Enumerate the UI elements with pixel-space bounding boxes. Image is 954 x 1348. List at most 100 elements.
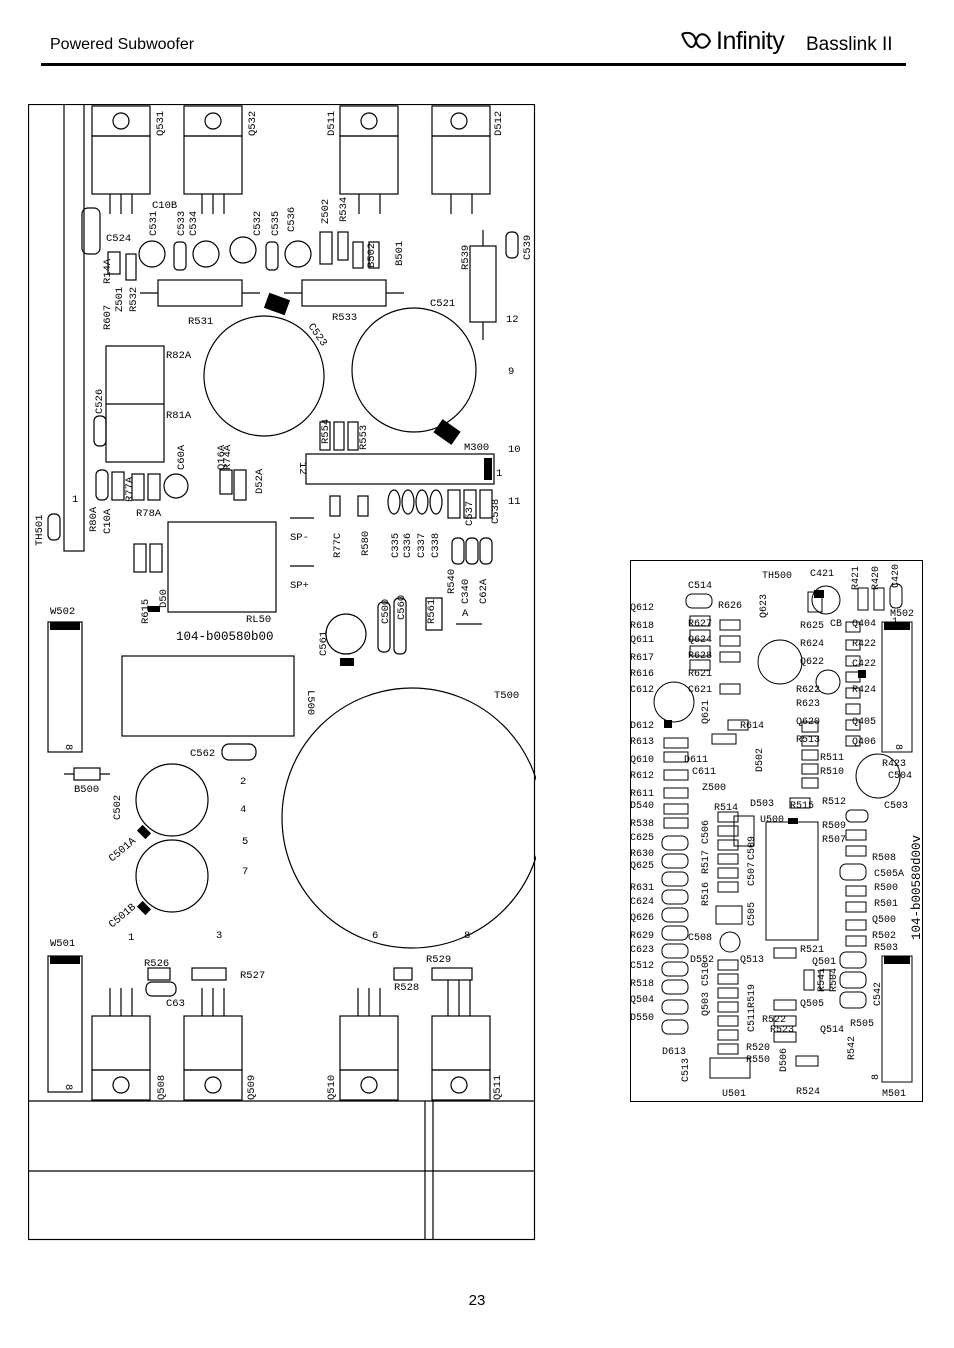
sub-label-n8: 8 bbox=[892, 744, 903, 750]
label-b500: B500 bbox=[74, 784, 99, 796]
sub-label-z500: Z500 bbox=[702, 783, 726, 794]
sub-label-c612: C612 bbox=[630, 685, 654, 696]
sub-label-d612: D612 bbox=[630, 721, 654, 732]
sub-label-r501: R501 bbox=[874, 899, 898, 910]
label-n1: 1 bbox=[72, 494, 78, 506]
label-q531: Q531 bbox=[155, 111, 167, 136]
sub-label-r520: R520 bbox=[746, 1043, 770, 1054]
label-c60a: C60A bbox=[176, 444, 188, 470]
label-r14a: R14A bbox=[102, 258, 114, 284]
sub-label-c511: C511 bbox=[747, 1008, 758, 1032]
sub-label-c8: CB bbox=[830, 619, 842, 630]
sub-label-r519: R519 bbox=[747, 984, 758, 1008]
label-t500: T500 bbox=[494, 690, 519, 702]
sub-board-code: 104-b00580d00v bbox=[910, 834, 924, 940]
sub-label-c624: C624 bbox=[630, 897, 654, 908]
sub-label-q503: Q503 bbox=[701, 992, 712, 1016]
sub-label-r629: R629 bbox=[630, 931, 654, 942]
label-n1c: 1 bbox=[128, 932, 134, 944]
label-n9: 9 bbox=[508, 366, 514, 378]
label-n3: 3 bbox=[216, 930, 222, 942]
label-r531: R531 bbox=[188, 316, 213, 328]
model-name: Basslink II bbox=[806, 34, 893, 55]
sub-label-r507: R507 bbox=[822, 835, 846, 846]
sub-label-c420: C420 bbox=[891, 564, 902, 588]
label-r82a: R82A bbox=[166, 350, 192, 362]
label-r553: R553 bbox=[358, 425, 370, 450]
label-n6: 6 bbox=[372, 930, 378, 942]
sub-label-c513: C513 bbox=[681, 1058, 692, 1082]
sub-label-c625: C625 bbox=[630, 833, 654, 844]
label-c521: C521 bbox=[430, 298, 455, 310]
section-title: Powered Subwoofer bbox=[50, 36, 195, 53]
sub-label-r618: R618 bbox=[630, 621, 654, 632]
sub-label-r508: R508 bbox=[872, 853, 896, 864]
sub-label-r423: R423 bbox=[882, 759, 906, 770]
sub-label-c508: C508 bbox=[688, 933, 712, 944]
label-c526: C526 bbox=[94, 389, 106, 414]
sub-label-q513: Q513 bbox=[740, 955, 764, 966]
sub-label-r502: R502 bbox=[872, 931, 896, 942]
label-q16a: Q16A bbox=[216, 444, 228, 470]
sub-label-r503: R503 bbox=[874, 943, 898, 954]
label-r529: R529 bbox=[426, 954, 451, 966]
sub-label-q514: Q514 bbox=[820, 1025, 844, 1036]
label-sp-plus: SP+ bbox=[290, 580, 309, 592]
label-rl50: RL50 bbox=[246, 614, 271, 626]
brand-name: Infinity bbox=[716, 27, 785, 55]
label-b501: B501 bbox=[394, 241, 406, 266]
sub-board-layout: C514 TH500 C421 R421 R420 C420 Q612 R626… bbox=[630, 560, 924, 1103]
label-n2: 2 bbox=[240, 776, 246, 788]
sub-label-r550: R550 bbox=[746, 1055, 770, 1066]
label-r81a: R81A bbox=[166, 410, 192, 422]
sub-label-q504: Q504 bbox=[630, 995, 654, 1006]
label-c533: C533 bbox=[176, 211, 188, 236]
label-r540: R540 bbox=[446, 569, 458, 594]
sub-label-r514: R514 bbox=[714, 803, 738, 814]
label-c534: C534 bbox=[188, 211, 200, 236]
sub-label-c509: C509 bbox=[747, 836, 758, 860]
sub-label-r623: R623 bbox=[796, 699, 820, 710]
header-rule bbox=[41, 63, 906, 66]
label-c501a: C501A bbox=[107, 835, 139, 865]
label-r78a: R78A bbox=[136, 508, 162, 520]
label-d512: D512 bbox=[493, 111, 505, 136]
label-c501b: C501B bbox=[107, 902, 139, 931]
label-c524: C524 bbox=[106, 233, 131, 245]
label-z502: Z502 bbox=[320, 199, 332, 224]
label-n11: 11 bbox=[508, 496, 521, 508]
sub-label-c542: C542 bbox=[873, 982, 884, 1006]
sub-label-d502: D502 bbox=[755, 748, 766, 772]
label-d52a: D52A bbox=[254, 468, 266, 494]
label-q509: Q509 bbox=[246, 1075, 258, 1100]
label-c532: C532 bbox=[252, 211, 264, 236]
label-c10a: C10A bbox=[102, 508, 114, 534]
label-r561: R561 bbox=[426, 599, 438, 624]
sub-label-q625: Q625 bbox=[630, 861, 654, 872]
label-w501: W501 bbox=[50, 938, 75, 950]
label-r554: R554 bbox=[320, 419, 332, 444]
label-c562: C562 bbox=[190, 748, 215, 760]
sub-label-u501: U501 bbox=[722, 1089, 746, 1100]
brand-logo: Infinity bbox=[678, 27, 785, 56]
label-r80a: R80A bbox=[88, 506, 100, 532]
sub-label-r505: R505 bbox=[850, 1019, 874, 1030]
sub-label-m502: M502 bbox=[890, 609, 914, 620]
infinity-logo-icon bbox=[681, 31, 712, 49]
label-r77c: R77C bbox=[332, 533, 344, 558]
label-r526: R526 bbox=[144, 958, 169, 970]
sub-label-r613: R613 bbox=[630, 737, 654, 748]
sub-label-r626: R626 bbox=[718, 601, 742, 612]
label-n8c: 8 bbox=[62, 1084, 74, 1090]
label-c539: C539 bbox=[522, 235, 534, 260]
sub-label-r521: R521 bbox=[800, 945, 824, 956]
sub-label-q611: Q611 bbox=[630, 635, 654, 646]
sub-label-r611: R611 bbox=[630, 789, 654, 800]
sub-label-th500: TH500 bbox=[762, 571, 792, 582]
sub-label-q621: Q621 bbox=[701, 700, 712, 724]
sub-label-r628: R628 bbox=[688, 651, 712, 662]
sub-label-c504: C504 bbox=[888, 771, 912, 782]
sub-label-c505: C505 bbox=[747, 902, 758, 926]
label-n10: 10 bbox=[508, 444, 521, 456]
sub-label-r522: R522 bbox=[762, 1015, 786, 1026]
